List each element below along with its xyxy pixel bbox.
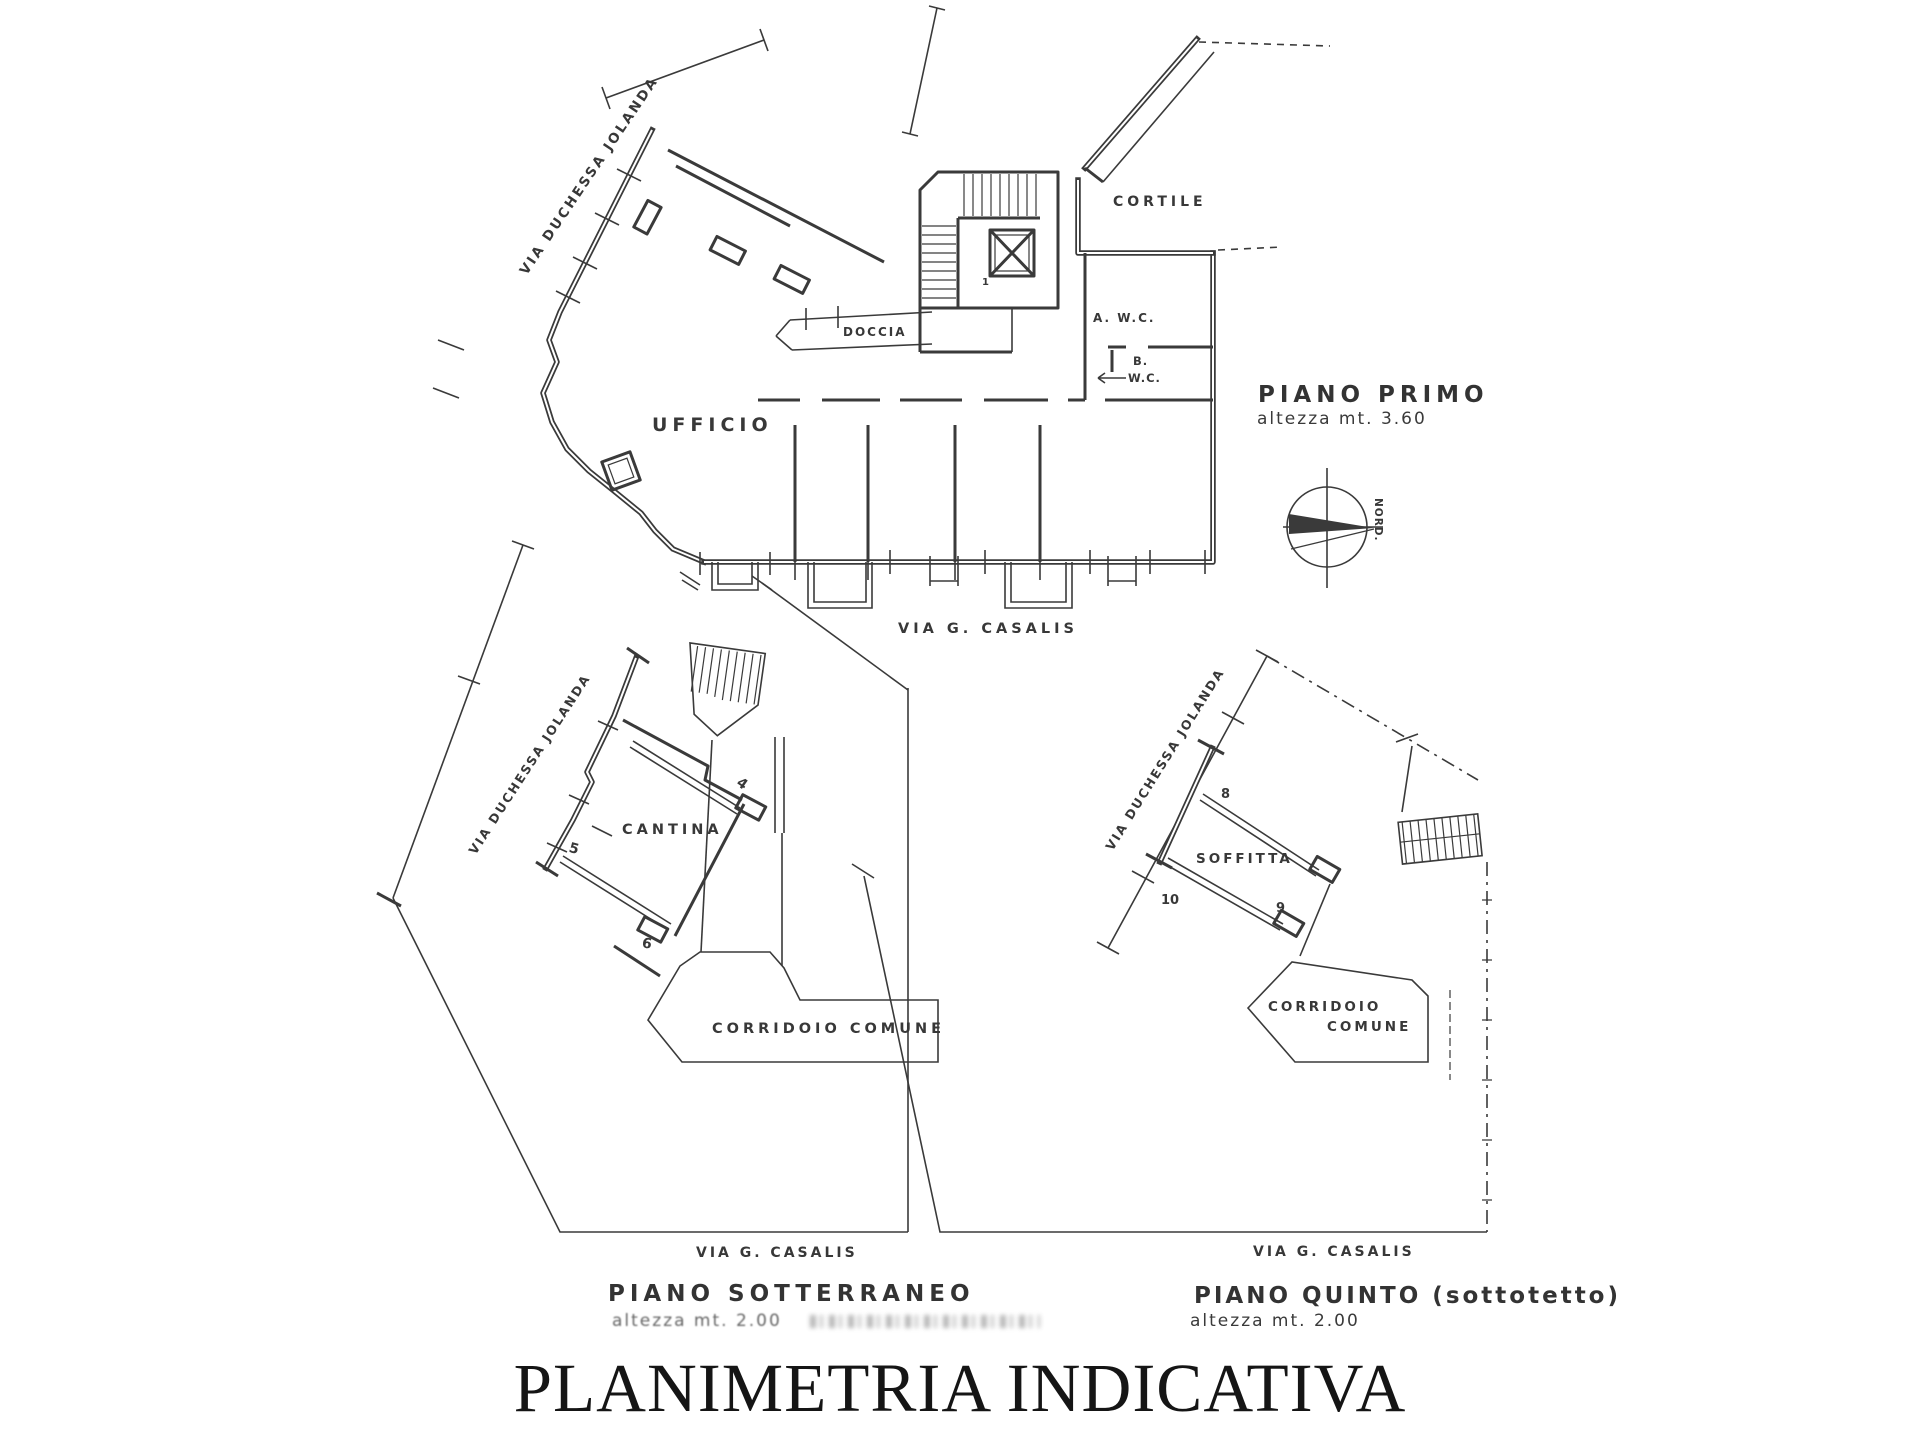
elevator-shaft [988,228,1036,278]
plan-title-piano-quinto: PIANO QUINTO (sottotetto) [1194,1283,1621,1309]
room-label-cortile: CORTILE [1113,194,1207,210]
attic-stairs [1397,813,1483,865]
room-label-corridoio-3-line2: COMUNE [1327,1019,1412,1035]
room-label-corridoio-comune-2: CORRIDOIO COMUNE [712,1021,946,1037]
room-label-wc-b-letter: B. [1133,354,1149,368]
street-label-casalis-2: VIA G. CASALIS [696,1245,858,1261]
pillar [600,450,642,492]
piano-quinto-drawing [851,649,1492,1233]
street-label-casalis-1: VIA G. CASALIS [898,621,1078,637]
room-label-ufficio: UFFICIO [652,414,773,436]
room-label-wc-b: W.C. [1128,371,1161,385]
room-label-wc-a: A. W.C. [1093,311,1156,325]
piano-sotterraneo-drawing [376,540,939,1233]
room-label-doccia: DOCCIA [843,325,907,339]
plan-subtitle-piano-quinto: altezza mt. 2.00 [1190,1311,1360,1331]
piano-primo-drawing [432,5,1383,609]
unit-label-10: 10 [1161,893,1180,908]
plan-title-piano-sotterraneo: PIANO SOTTERRANEO [608,1281,975,1307]
room-label-corridoio-3-line1: CORRIDOIO [1268,999,1382,1015]
illegible-smudge [809,1314,1040,1328]
plan-subtitle-piano-sotterraneo: altezza mt. 2.00 [612,1311,1040,1331]
stairwell [918,170,1060,354]
stair-number-label: 1 [982,277,989,288]
basement-stairs [689,642,767,737]
street-label-casalis-3: VIA G. CASALIS [1253,1244,1415,1260]
plan-subtitle-piano-sotterraneo-text: altezza mt. 2.00 [612,1311,782,1331]
room-label-soffitta: SOFFITTA [1196,851,1293,867]
room-label-cantina: CANTINA [622,822,723,838]
plan-title-piano-primo: PIANO PRIMO [1258,382,1489,408]
plan-subtitle-piano-primo: altezza mt. 3.60 [1257,409,1427,429]
compass-nord-label: NORD. [1372,498,1384,542]
unit-label-8: 8 [1221,787,1231,802]
unit-label-9: 9 [1276,901,1286,916]
compass-icon [1283,468,1383,588]
sheet-title: PLANIMETRIA INDICATIVA [513,1350,1407,1426]
